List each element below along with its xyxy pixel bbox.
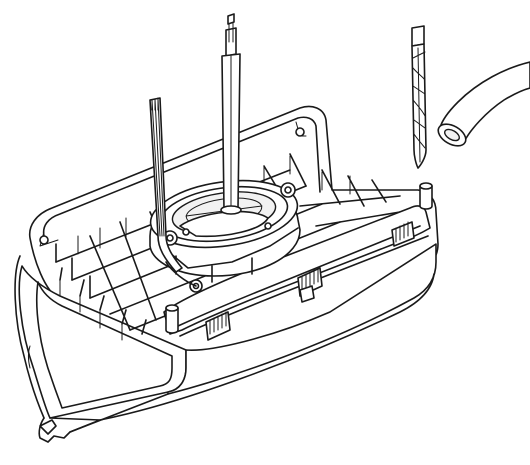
cable-wires xyxy=(149,97,197,287)
corner-posts xyxy=(165,182,433,334)
drill-bit xyxy=(411,25,427,169)
gland-plate xyxy=(149,179,301,293)
tube xyxy=(437,61,530,147)
cover-rail xyxy=(163,205,431,341)
back-wall-rim xyxy=(39,116,321,247)
rod xyxy=(220,13,242,215)
